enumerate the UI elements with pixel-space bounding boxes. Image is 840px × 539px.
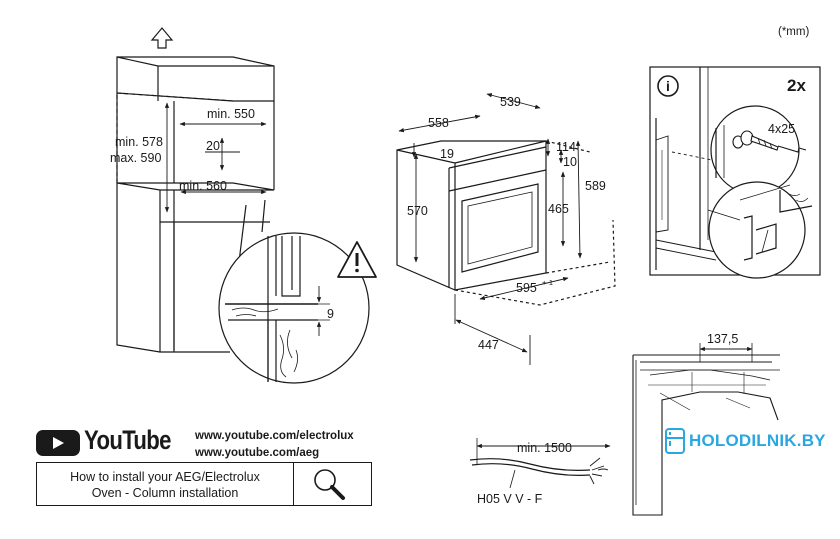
- detail-callout: [218, 199, 370, 384]
- min-560-label: min. 560: [179, 179, 227, 193]
- youtube-wordmark: YouTube: [84, 425, 171, 455]
- up-arrow-icon: [150, 27, 174, 49]
- oven-595-tolerance: +-1: [542, 278, 553, 287]
- oven-595-label: 595: [516, 281, 537, 295]
- watermark-logo: HOLODILNIK.BY: [665, 425, 826, 457]
- door-137-label: 137,5: [707, 332, 738, 346]
- fridge-icon: [665, 428, 685, 454]
- info-icon: i: [657, 75, 679, 97]
- oven-539-label: 539: [500, 95, 521, 109]
- column-dimensions: [164, 102, 267, 213]
- screw-size-label: 4x25: [768, 122, 795, 136]
- youtube-link-aeg[interactable]: www.youtube.com/aeg: [195, 447, 320, 459]
- height-max-label: max. 590: [110, 151, 161, 165]
- oven-19-label: 19: [440, 147, 454, 161]
- min-550-label: min. 550: [207, 107, 255, 121]
- warning-icon: [337, 241, 377, 278]
- oven-465-label: 465: [548, 202, 569, 216]
- cable-length-label: min. 1500: [517, 441, 572, 455]
- youtube-link-electrolux[interactable]: www.youtube.com/electrolux: [195, 430, 354, 442]
- oven-dimensions: [398, 93, 583, 365]
- column-cabinet: [116, 27, 275, 353]
- gap-20-label: 20: [206, 139, 220, 153]
- youtube-links: www.youtube.com/electrolux www.youtube.c…: [195, 428, 354, 462]
- howto-text: How to install your AEG/Electrolux Oven …: [37, 469, 293, 501]
- oven-589-label: 589: [585, 179, 606, 193]
- gap-9-label: 9: [327, 307, 334, 321]
- search-icon[interactable]: [303, 465, 363, 503]
- howto-search-box[interactable]: How to install your AEG/Electrolux Oven …: [36, 462, 372, 506]
- oven-447-label: 447: [478, 338, 499, 352]
- oven-drawing: [396, 140, 616, 306]
- unit-note: (*mm): [778, 26, 810, 38]
- youtube-logo[interactable]: YouTube: [36, 425, 186, 458]
- screw-count-label: 2x: [787, 76, 806, 95]
- svg-text:i: i: [666, 78, 670, 94]
- oven-558-label: 558: [428, 116, 449, 130]
- divider: [293, 463, 294, 505]
- screw-icon: [732, 130, 807, 153]
- oven-114-label: 114: [556, 140, 576, 154]
- cable-type-label: H05 V V - F: [477, 492, 543, 506]
- play-button-icon: [36, 430, 80, 456]
- oven-10-label: 10: [563, 155, 577, 169]
- howto-line1: How to install your AEG/Electrolux: [70, 470, 260, 484]
- oven-570-label: 570: [407, 204, 428, 218]
- screw-detail-panel: [649, 66, 821, 279]
- door-detail: [632, 343, 780, 516]
- cable-drawing: [469, 438, 611, 489]
- height-min-label: min. 578: [115, 135, 163, 149]
- watermark-text: HOLODILNIK.BY: [689, 431, 826, 450]
- howto-line2: Oven - Column installation: [91, 486, 239, 500]
